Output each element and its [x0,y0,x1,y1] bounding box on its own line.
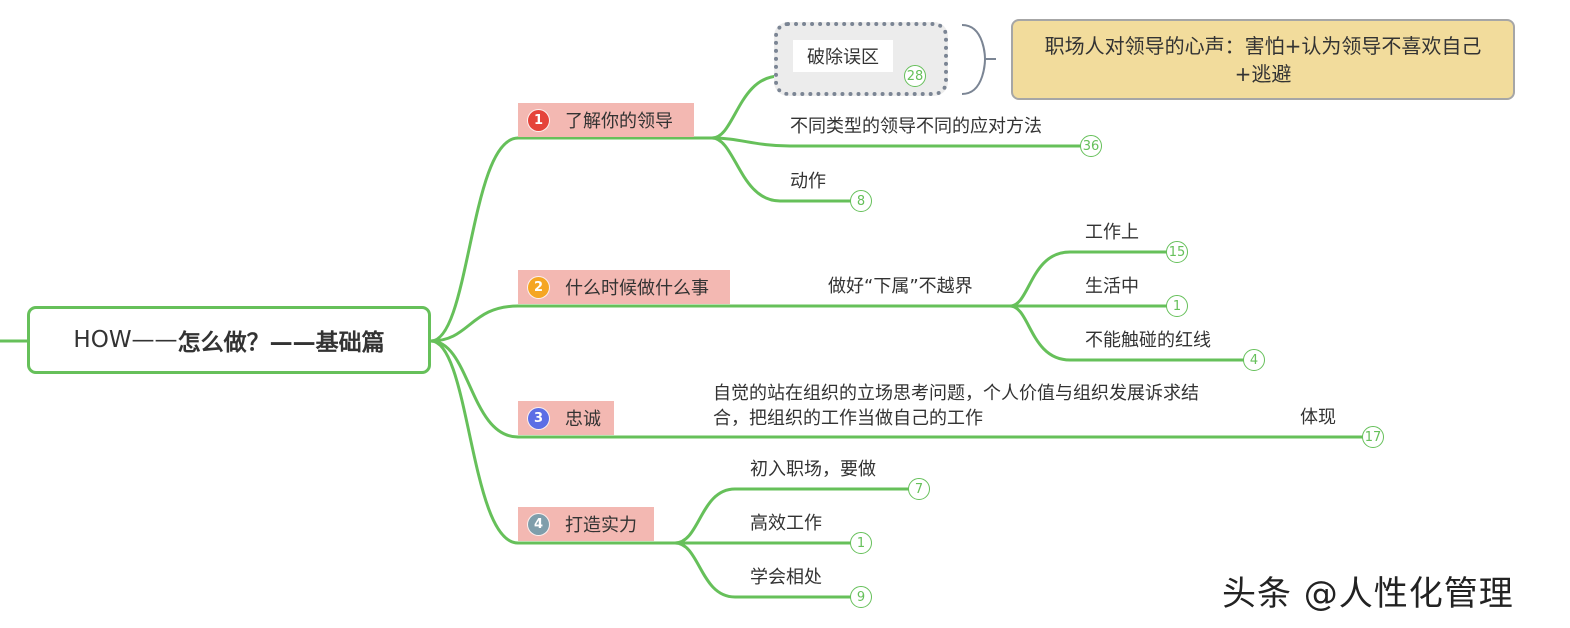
topic-actions[interactable]: 动作 [790,171,826,192]
branch-loyalty[interactable]: 3 忠诚 [518,401,614,435]
branch-label: 忠诚 [565,409,601,430]
count-badge[interactable]: 9 [850,586,872,608]
count-badge[interactable]: 7 [908,478,930,500]
watermark-text: 头条 @人性化管理 [1222,574,1514,614]
root-topic[interactable]: HOW——怎么做？——基础篇 [27,306,431,374]
number-badge: 2 [528,276,549,298]
branch-label: 什么时候做什么事 [565,278,709,299]
topic-in-life[interactable]: 生活中 [1085,276,1139,297]
count-badge[interactable]: 15 [1166,241,1188,263]
count-badge[interactable]: 8 [850,190,872,212]
branch-understand-leader[interactable]: 1 了解你的领导 [518,103,694,137]
topic-break-myths[interactable]: 破除误区 [793,40,893,72]
branch-timing[interactable]: 2 什么时候做什么事 [518,270,730,304]
number-badge: 3 [528,407,549,429]
topic-leader-types[interactable]: 不同类型的领导不同的应对方法 [790,116,1042,137]
topic-get-along[interactable]: 学会相处 [750,567,822,588]
topic-manifestation[interactable]: 体现 [1300,407,1336,428]
count-badge[interactable]: 17 [1362,426,1384,448]
count-badge[interactable]: 1 [1166,295,1188,317]
topic-new-to-workplace[interactable]: 初入职场，要做 [750,459,876,480]
number-badge: 1 [528,109,549,131]
count-badge[interactable]: 36 [1080,135,1102,157]
topic-at-work[interactable]: 工作上 [1085,222,1139,243]
count-badge[interactable]: 1 [850,532,872,554]
count-badge[interactable]: 4 [1243,349,1265,371]
number-badge: 4 [528,513,549,535]
topic-efficient-work[interactable]: 高效工作 [750,513,822,534]
root-prefix: HOW—— [73,327,178,353]
count-badge[interactable]: 28 [904,65,926,87]
branch-label: 打造实力 [565,515,637,536]
topic-red-lines[interactable]: 不能触碰的红线 [1085,330,1211,351]
topic-no-overstep[interactable]: 做好“下属”不越界 [828,276,973,297]
branch-build-strength[interactable]: 4 打造实力 [518,507,654,541]
summary-note[interactable]: 职场人对领导的心声：害怕+认为领导不喜欢自己+逃避 [1011,19,1515,100]
topic-loyalty-description[interactable]: 自觉的站在组织的立场思考问题，个人价值与组织发展诉求结合，把组织的工作当做自己的… [713,383,1199,429]
root-title: 怎么做？——基础篇 [177,330,385,356]
branch-label: 了解你的领导 [565,111,673,132]
